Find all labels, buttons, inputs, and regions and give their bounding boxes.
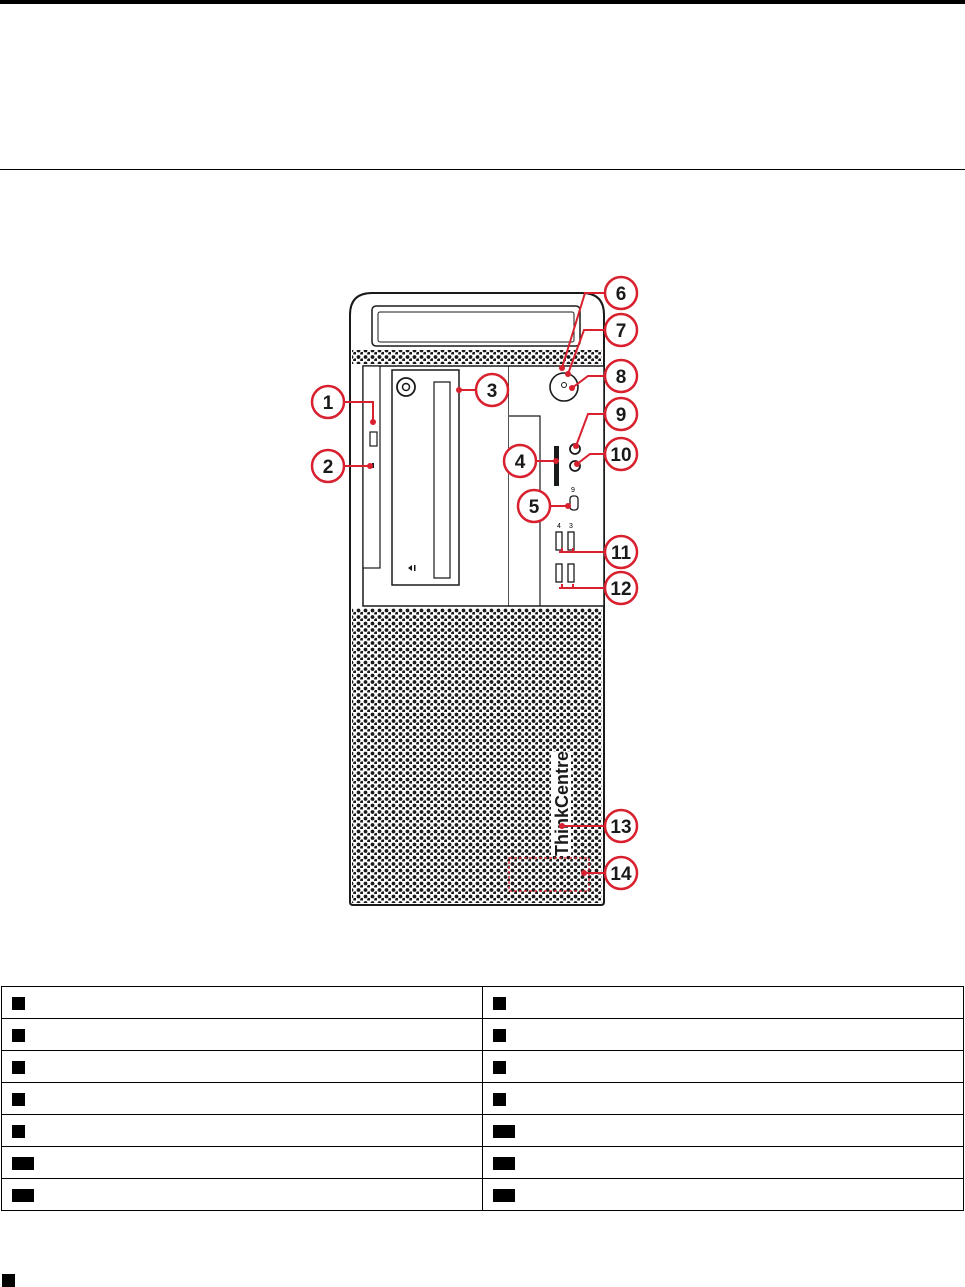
svg-text:13: 13 [610,817,631,838]
callout-number-badge [12,1189,34,1203]
legend-cell-right [482,1146,964,1179]
drive-bay [362,365,510,607]
top-rule [0,0,965,4]
legend-row [1,1018,964,1051]
callout-12: 12 [603,570,639,606]
svg-text:1: 1 [323,393,334,414]
svg-text:7: 7 [616,321,627,342]
svg-text:5: 5 [529,497,540,518]
legend-cell-right [482,1050,964,1083]
callout-number-badge [12,1093,25,1107]
io-panel: 4 3 9 [509,365,605,607]
usb-c-port-number: 9 [571,487,575,494]
svg-text:9: 9 [616,405,627,426]
legend-cell-right [482,1114,964,1147]
footnote-badge [2,1274,15,1287]
callout-8: 8 [603,358,639,394]
svg-text:14: 14 [610,864,632,885]
legend-cell-right [482,986,964,1019]
legend-cell-right [482,1082,964,1115]
callout-2: 2 [310,448,346,484]
callout-number-badge [493,1125,515,1139]
front-view-figure: 4 3 9 ThinkCentre 1 2 3 4 5 6 7 [300,270,660,920]
callout-3: 3 [474,372,510,408]
callout-legend-table [1,986,964,1211]
callout-markers: 1 2 3 4 5 6 7 8 9 10 11 12 13 14 [310,275,639,891]
svg-text:2: 2 [323,457,334,478]
legend-cell-left [1,1146,483,1179]
legend-row [1,1178,964,1211]
callout-number-badge [493,1061,506,1075]
legend-cell-left [1,1050,483,1083]
callout-6: 6 [603,275,639,311]
callout-number-badge [493,1029,506,1043]
svg-text:4: 4 [515,452,526,473]
callout-number-badge [12,1157,34,1171]
callout-13: 13 [603,808,639,844]
svg-text:11: 11 [611,543,632,564]
legend-cell-left [1,1018,483,1051]
callout-number-badge [493,1157,515,1171]
callout-4: 4 [502,443,538,479]
legend-cell-left [1,1114,483,1147]
callout-14: 14 [603,855,639,891]
svg-text:6: 6 [616,284,627,305]
usb-port-number-4: 4 [557,523,561,530]
callout-1: 1 [310,384,346,420]
legend-row [1,1114,964,1147]
callout-number-badge [493,1093,506,1107]
legend-row [1,986,964,1019]
legend-cell-left [1,1082,483,1115]
svg-text:12: 12 [610,579,631,600]
legend-row [1,1146,964,1179]
svg-text:3: 3 [487,381,498,402]
callout-dots [367,365,587,876]
callout-leaders [344,292,605,874]
section-divider [0,169,965,170]
callout-number-badge [12,1029,25,1043]
callout-number-badge [493,997,506,1011]
usb-port-number-3: 3 [569,523,573,530]
callout-10: 10 [603,436,639,472]
legend-cell-left [1,986,483,1019]
svg-text:8: 8 [616,367,627,388]
callout-11: 11 [603,534,639,570]
legend-cell-right [482,1018,964,1051]
callout-number-badge [12,1125,25,1139]
callout-7: 7 [603,312,639,348]
callout-number-badge [12,997,25,1011]
legend-cell-left [1,1178,483,1211]
svg-text:10: 10 [610,445,631,466]
legend-row [1,1050,964,1083]
legend-cell-right [482,1178,964,1211]
brand-logo: ThinkCentre [552,751,572,856]
callout-number-badge [12,1061,25,1075]
callout-5: 5 [516,488,552,524]
callout-number-badge [493,1189,515,1203]
legend-row [1,1082,964,1115]
callout-9: 9 [603,396,639,432]
